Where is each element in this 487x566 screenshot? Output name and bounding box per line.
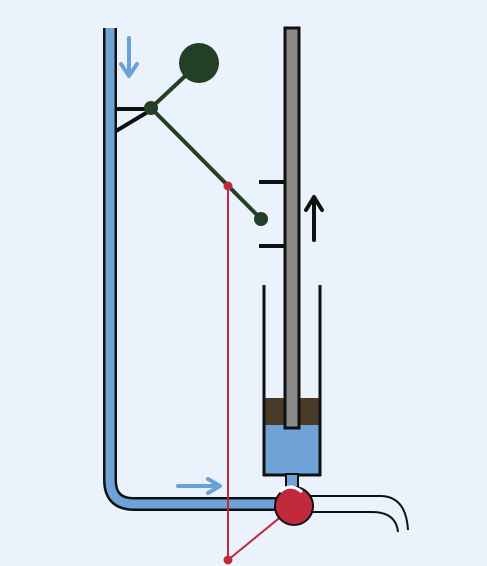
- rod-guides: [259, 180, 287, 248]
- bracket-arm-diagonal: [114, 108, 153, 133]
- valve: [274, 485, 314, 526]
- arrow-right-icon: [176, 477, 222, 495]
- outlet-pipe-upper-wall: [300, 495, 409, 531]
- arrow-down-icon: [119, 36, 139, 78]
- lever-end-knob: [254, 212, 268, 226]
- lever-assembly: [144, 43, 268, 226]
- supply-pipe: [103, 28, 284, 511]
- lever-arm: [149, 106, 263, 221]
- valve-highlight: [278, 485, 303, 494]
- counterweight: [179, 43, 219, 83]
- rod-body: [283, 26, 301, 430]
- outlet-pipe-lower-wall: [300, 511, 399, 533]
- piston-rod: [283, 26, 301, 430]
- outlet-pipe: [300, 495, 409, 533]
- cylinder-water: [264, 425, 320, 475]
- arrow-up-icon: [304, 195, 324, 242]
- linkage-top-joint: [223, 181, 233, 191]
- lever-pivot: [144, 101, 158, 115]
- linkage-bottom-joint: [223, 555, 233, 565]
- pipe-water: [105, 28, 284, 509]
